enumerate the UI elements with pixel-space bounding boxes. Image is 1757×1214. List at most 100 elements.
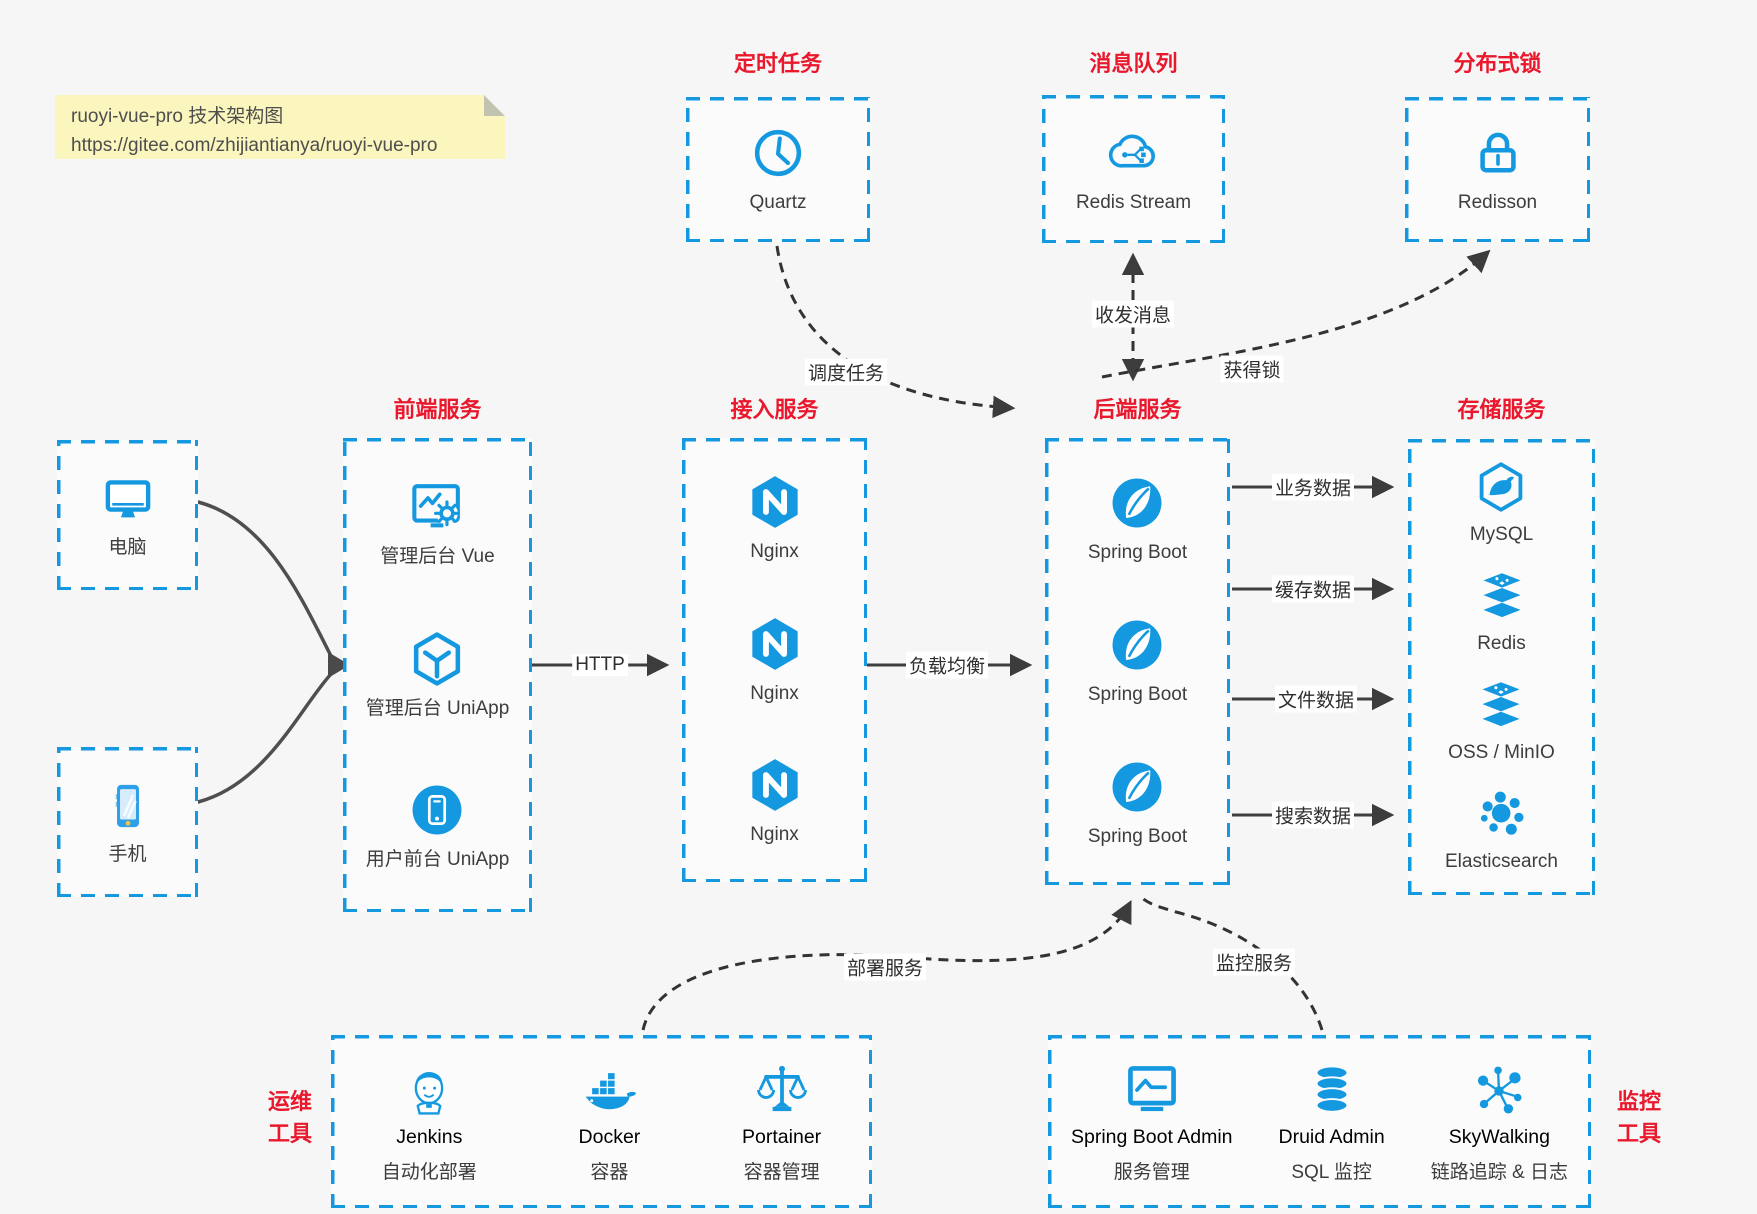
backend-box: Spring Boot Spring Boot Spring Boot [1045, 438, 1230, 885]
docker-icon [585, 1072, 637, 1109]
storage-item-redis: Redis [1475, 569, 1529, 656]
edge-phone-to-frontend [196, 672, 333, 804]
portainer-desc: 容器管理 [743, 1161, 820, 1183]
monitor-tools-box: Spring Boot Admin 服务管理 Druid Admin SQL 监… [1048, 1035, 1591, 1208]
title-backend: 后端服务 [1093, 397, 1182, 422]
gateway-box: Nginx Nginx Nginx [682, 438, 867, 882]
edge-acquire-lock [1101, 249, 1491, 379]
frontend-item-admin-uniapp: 管理后台 UniApp [365, 630, 510, 721]
monitor-item-sba: Spring Boot Admin 服务管理 [1071, 1060, 1233, 1184]
redis-stream-item: Redis Stream [1076, 124, 1191, 215]
redisson-item: Redisson [1458, 124, 1537, 215]
pc-client-item: 电脑 [100, 471, 156, 560]
admin-vue-icon [412, 484, 461, 528]
spring-boot-label: Spring Boot [1087, 541, 1188, 563]
frontend-arrowhead [328, 652, 350, 678]
oss-minio-label: OSS / MinIO [1448, 742, 1555, 764]
spring-boot-admin-icon [1127, 1065, 1176, 1111]
title-monitor-tools: 监控 工具 [1616, 1089, 1661, 1146]
backend-item-2: Spring Boot [1088, 616, 1187, 707]
mobile-app-icon [413, 785, 462, 835]
nginx-label: Nginx [750, 682, 799, 704]
mysql-icon [1480, 462, 1523, 512]
ops-item-docker: Docker 容器 [578, 1060, 640, 1184]
druid-label: Druid Admin [1278, 1125, 1385, 1148]
title-ops-tools: 运维 工具 [267, 1089, 312, 1146]
spring-boot-label: Spring Boot [1087, 826, 1188, 848]
frontend-item-user-uniapp: 用户前台 UniApp [365, 781, 510, 872]
user-uniapp-label: 用户前台 UniApp [365, 848, 510, 870]
storage-stack-icon [1482, 682, 1521, 727]
lock-icon [1479, 132, 1516, 173]
spring-boot-icon [1113, 478, 1162, 528]
label-business-data: 业务数据 [1271, 473, 1355, 501]
label-send-receive-message: 收发消息 [1091, 300, 1175, 328]
jenkins-label: Jenkins [396, 1125, 463, 1148]
storage-item-elasticsearch: Elasticsearch [1445, 787, 1558, 874]
redis-stream-box: Redis Stream [1042, 95, 1225, 243]
spring-boot-label: Spring Boot [1087, 684, 1188, 706]
quartz-box: Quartz [686, 97, 870, 242]
label-file-data: 文件数据 [1274, 685, 1358, 713]
phone-client-box: 手机 [57, 747, 198, 897]
nginx-icon [751, 759, 798, 811]
note-title: ruoyi-vue-pro 技术架构图 [71, 106, 284, 127]
title-message-queue: 消息队列 [1089, 51, 1178, 76]
phone-icon [115, 784, 139, 827]
ops-item-portainer: Portainer 容器管理 [742, 1060, 821, 1184]
redisson-label: Redisson [1457, 192, 1538, 214]
sba-label: Spring Boot Admin [1071, 1125, 1233, 1148]
nginx-icon [751, 617, 798, 670]
storage-item-mysql: MySQL [1470, 460, 1533, 547]
sba-desc: 服务管理 [1113, 1161, 1190, 1183]
druid-icon [1315, 1065, 1348, 1113]
gateway-item-3: Nginx [746, 756, 804, 847]
gateway-item-1: Nginx [746, 473, 804, 564]
label-http: HTTP [572, 654, 628, 676]
backend-item-1: Spring Boot [1088, 474, 1187, 565]
admin-vue-label: 管理后台 Vue [380, 546, 495, 568]
redis-label: Redis [1477, 633, 1526, 655]
monitor-item-skywalking: SkyWalking 链路追踪 & 日志 [1431, 1060, 1568, 1184]
monitor-item-druid: Druid Admin SQL 监控 [1279, 1060, 1385, 1184]
label-load-balance: 负载均衡 [905, 651, 989, 679]
pc-client-box: 电脑 [57, 440, 198, 590]
ops-tools-box: Jenkins 自动化部署 Docker 容器 [331, 1035, 872, 1208]
clock-icon [754, 130, 802, 177]
quartz-item: Quartz [749, 124, 807, 215]
nginx-label: Nginx [750, 823, 799, 845]
nginx-icon [751, 476, 798, 529]
druid-desc: SQL 监控 [1291, 1161, 1372, 1183]
note-url: https://gitee.com/zhijiantianya/ruoyi-vu… [71, 135, 438, 157]
frontend-item-admin-vue: 管理后台 Vue [380, 478, 495, 569]
spring-boot-icon [1113, 762, 1162, 812]
label-monitor-service: 监控服务 [1212, 948, 1296, 976]
mysql-label: MySQL [1469, 524, 1534, 546]
skywalking-icon [1478, 1066, 1522, 1113]
pc-client-label: 电脑 [108, 536, 147, 558]
docker-label: Docker [578, 1125, 641, 1148]
desktop-icon [105, 479, 150, 517]
elasticsearch-icon [1480, 791, 1524, 835]
label-cache-data: 缓存数据 [1271, 575, 1355, 603]
storage-box: MySQL Redis [1408, 439, 1595, 895]
portainer-icon [756, 1065, 807, 1111]
quartz-label: Quartz [749, 192, 807, 214]
sticky-note: ruoyi-vue-pro 技术架构图 https://gitee.com/zh… [55, 95, 505, 159]
spring-boot-icon [1113, 620, 1162, 670]
admin-uniapp-label: 管理后台 UniApp [365, 697, 510, 719]
nginx-label: Nginx [750, 541, 799, 563]
phone-client-label: 手机 [108, 843, 147, 865]
uniapp-cube-icon [414, 631, 461, 686]
title-gateway: 接入服务 [730, 397, 819, 422]
label-schedule-task: 调度任务 [804, 358, 888, 386]
redisson-box: Redisson [1405, 97, 1590, 242]
gateway-item-2: Nginx [746, 615, 804, 706]
title-frontend: 前端服务 [393, 397, 482, 422]
edge-pc-to-frontend [196, 500, 333, 658]
message-cloud-icon [1109, 134, 1156, 168]
skywalking-label: SkyWalking [1448, 1125, 1550, 1148]
ops-item-jenkins: Jenkins 自动化部署 [382, 1060, 477, 1184]
phone-client-item: 手机 [101, 778, 155, 867]
